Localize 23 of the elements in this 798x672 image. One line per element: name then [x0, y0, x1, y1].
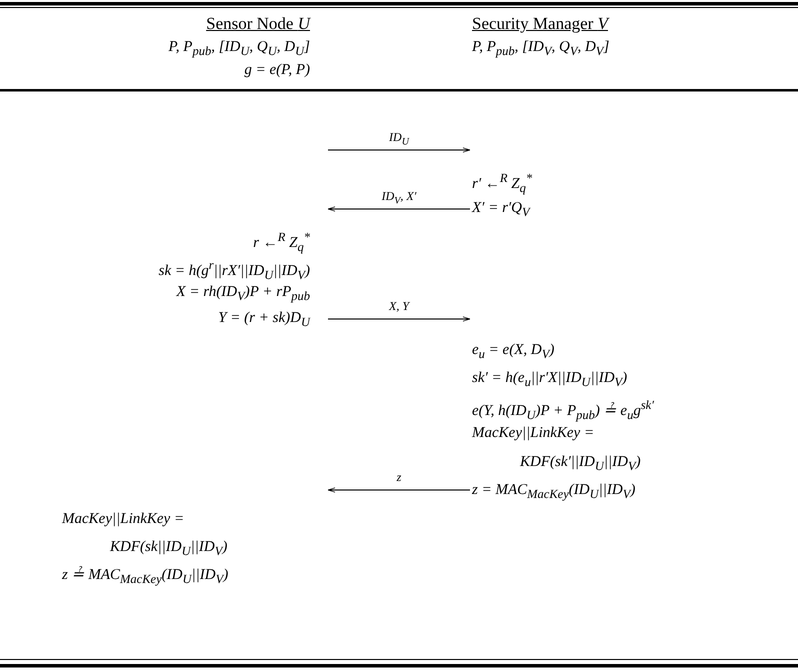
- protocol-step: MacKey||LinkKey =: [62, 509, 184, 529]
- protocol-step: e$_{u}$ = e(X, D$_{V}$): [472, 340, 554, 364]
- protocol-step: e(Y, h(ID$_{U}$)P + P$_{pub}$) ≟ e$_{u}$g$^{sk′}$: [472, 395, 654, 425]
- protocol-step: KDF(sk′||ID$_{U}$||ID$_{V}$): [520, 452, 641, 476]
- party-heading: Security Manager V: [472, 14, 608, 34]
- protocol-step: z = MAC$_{MacKey}$(ID$_{U}$||ID$_{V}$): [472, 480, 636, 504]
- protocol-step: MacKey||LinkKey =: [472, 423, 594, 443]
- protocol-step: Y = (r + sk)D$_{U}$: [218, 308, 310, 332]
- protocol-step: sk′ = h(e$_{u}$||r′X||ID$_{U}$||ID$_{V}$): [472, 368, 628, 392]
- message-label: X, Y: [386, 299, 411, 313]
- message-arrow: [328, 316, 470, 322]
- protocol-step: g = e(P, P): [244, 60, 310, 80]
- protocol-step: sk = h(g$^{r}$||rX′||ID$_{U}$||ID$_{V}$): [158, 255, 310, 285]
- message-arrow: [328, 147, 470, 153]
- message-arrow: [328, 206, 470, 212]
- protocol-step: X′ = r′Q$_{V}$: [472, 198, 530, 222]
- protocol-step: P, P$_{pub}$, [ID$_{V}$, Q$_{V}$, D$_{V}$]: [472, 37, 610, 61]
- protocol-step: X = rh(ID$_{V}$)P + rP$_{pub}$: [176, 282, 310, 306]
- protocol-step: KDF(sk||ID$_{U}$||ID$_{V}$): [110, 537, 228, 561]
- protocol-step: z ≟ MAC$_{MacKey}$(ID$_{U}$||ID$_{V}$): [62, 565, 228, 589]
- protocol-step: P, P$_{pub}$, [ID$_{U}$, Q$_{U}$, D$_{U}$]: [168, 37, 310, 61]
- message-arrow: [328, 487, 470, 493]
- party-heading: Sensor Node U: [206, 14, 310, 34]
